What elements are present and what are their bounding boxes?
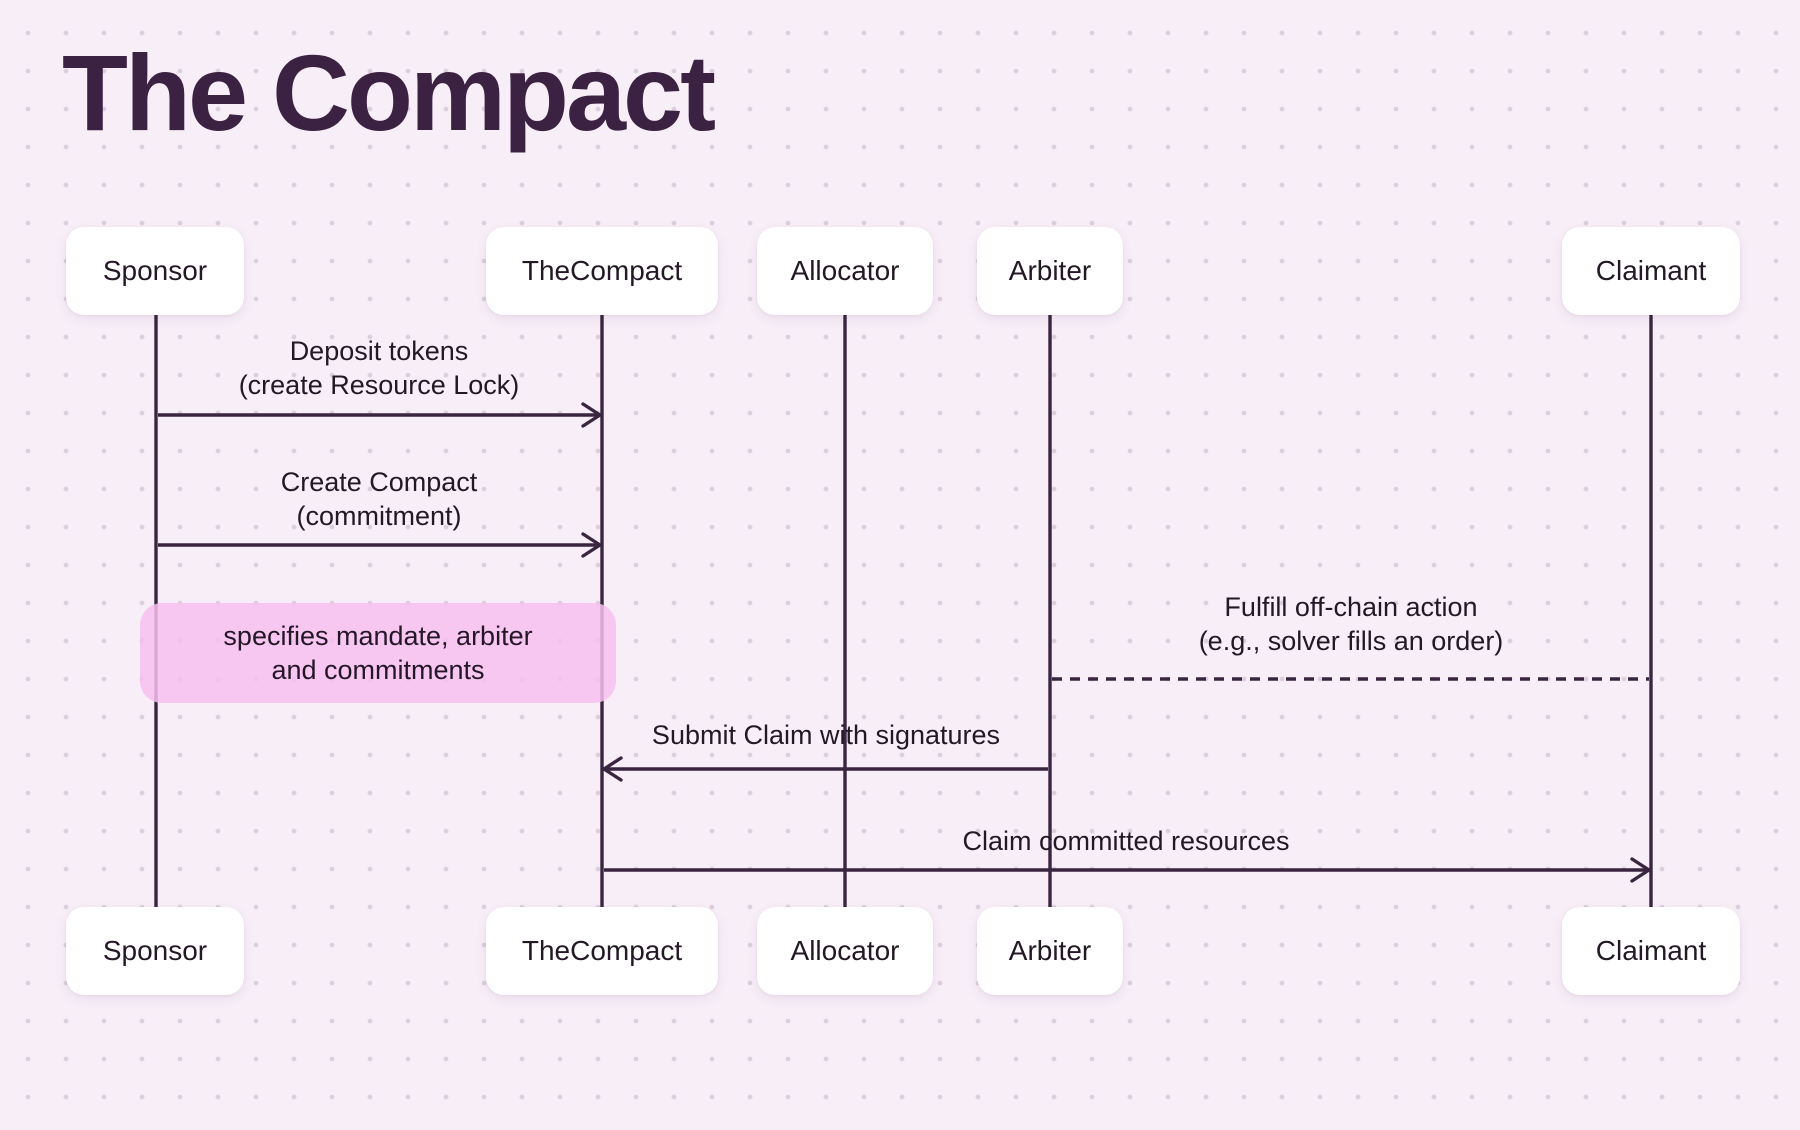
actor-label: Arbiter: [1008, 935, 1092, 966]
message-line: Submit Claim with signatures: [651, 720, 1001, 750]
message-line: Deposit tokens: [289, 336, 469, 366]
message-line: Create Compact: [280, 467, 478, 497]
actor-label: Allocator: [790, 935, 900, 966]
message-line: Fulfill off-chain action: [1224, 592, 1478, 622]
message-line: (commitment): [296, 501, 462, 531]
message-label-create-compact: Create Compact (commitment): [281, 465, 478, 533]
actor-box-allocator-top: Allocator: [757, 227, 933, 315]
message-line: Claim committed resources: [962, 826, 1290, 856]
arrow-head-right-icon: [581, 402, 602, 428]
actor-box-arbiter-bottom: Arbiter: [977, 907, 1123, 995]
arrow-head-right-icon: [581, 532, 602, 558]
actor-box-arbiter-top: Arbiter: [977, 227, 1123, 315]
page-title: The Compact: [62, 32, 716, 153]
arrow-head-right-icon: [1630, 857, 1651, 883]
message-line: (e.g., solver fills an order): [1198, 626, 1504, 656]
actor-box-claimant-top: Claimant: [1562, 227, 1740, 315]
message-label-claim-resources: Claim committed resources: [962, 824, 1289, 858]
actor-box-thecompact-top: TheCompact: [486, 227, 718, 315]
actor-label: TheCompact: [521, 935, 683, 966]
actor-box-allocator-bottom: Allocator: [757, 907, 933, 995]
actor-label: Claimant: [1595, 935, 1707, 966]
actor-label: Sponsor: [102, 255, 208, 286]
note-line: specifies mandate, arbiter: [223, 621, 533, 651]
message-line: (create Resource Lock): [238, 370, 520, 400]
message-label-submit-claim: Submit Claim with signatures: [652, 718, 1000, 752]
actor-box-sponsor-bottom: Sponsor: [66, 907, 244, 995]
actor-label: TheCompact: [521, 255, 683, 286]
actor-box-claimant-bottom: Claimant: [1562, 907, 1740, 995]
message-label-deposit-tokens: Deposit tokens (create Resource Lock): [239, 334, 520, 402]
note-specifies-mandate: specifies mandate, arbiter and commitmen…: [140, 603, 616, 703]
arrow-head-left-icon: [602, 756, 623, 782]
note-line: and commitments: [271, 655, 485, 685]
actor-label: Allocator: [790, 255, 900, 286]
actor-box-sponsor-top: Sponsor: [66, 227, 244, 315]
actor-box-thecompact-bottom: TheCompact: [486, 907, 718, 995]
message-label-fulfill-offchain: Fulfill off-chain action (e.g., solver f…: [1199, 590, 1504, 658]
actor-label: Sponsor: [102, 935, 208, 966]
actor-label: Claimant: [1595, 255, 1707, 286]
actor-label: Arbiter: [1008, 255, 1092, 286]
